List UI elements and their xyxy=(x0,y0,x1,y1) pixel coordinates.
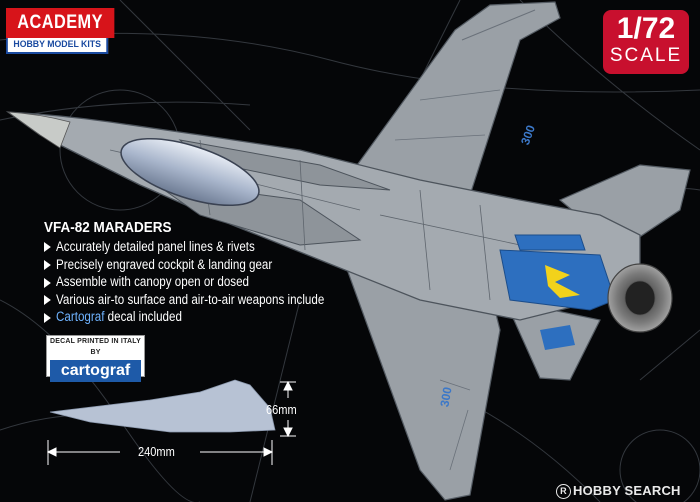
feature-list: VFA-82 MARADERS Accurately detailed pane… xyxy=(44,219,370,326)
bullet-arrow-icon xyxy=(44,295,51,306)
height-dimension: 66mm xyxy=(266,402,297,417)
scale-ratio: 1/72 xyxy=(616,12,676,45)
side-profile-silhouette xyxy=(49,379,276,433)
cartograf-logo: DECAL PRINTED IN ITALY BY cartograf xyxy=(46,335,145,382)
decal-brand: Cartograf xyxy=(56,309,105,325)
academy-brand-name: ACADEMY xyxy=(6,8,115,38)
bullet-arrow-icon xyxy=(44,312,51,323)
feature-item: Accurately detailed panel lines & rivets xyxy=(44,238,324,256)
feature-heading: VFA-82 MARADERS xyxy=(44,219,172,236)
canopy xyxy=(120,137,260,207)
feature-item: Assemble with canopy open or dosed xyxy=(44,273,324,291)
registered-icon: R xyxy=(556,484,571,499)
feature-item: Cartograf decal included xyxy=(44,308,324,326)
feature-item: Various air-to surface and air-to-air we… xyxy=(44,291,324,309)
length-dimension: 240mm xyxy=(138,444,175,459)
cartograf-caption: DECAL PRINTED IN ITALY BY xyxy=(49,338,141,356)
tail-art xyxy=(499,234,616,350)
academy-tagline: HOBBY MODEL KITS xyxy=(6,38,109,54)
scale-word: SCALE xyxy=(609,45,683,66)
scale-badge: 1/72 SCALE xyxy=(603,10,689,74)
bullet-arrow-icon xyxy=(44,260,51,271)
dimension-arrows xyxy=(46,380,296,465)
academy-logo: ACADEMY HOBBY MODEL KITS xyxy=(6,8,115,54)
bullet-arrow-icon xyxy=(44,242,51,253)
cartograf-name: cartograf xyxy=(50,360,141,382)
feature-item: Precisely engraved cockpit & landing gea… xyxy=(44,256,324,274)
upper-wing xyxy=(353,1,561,196)
watermark-text: HOBBY SEARCH xyxy=(573,483,681,498)
bullet-arrow-icon xyxy=(44,277,51,288)
